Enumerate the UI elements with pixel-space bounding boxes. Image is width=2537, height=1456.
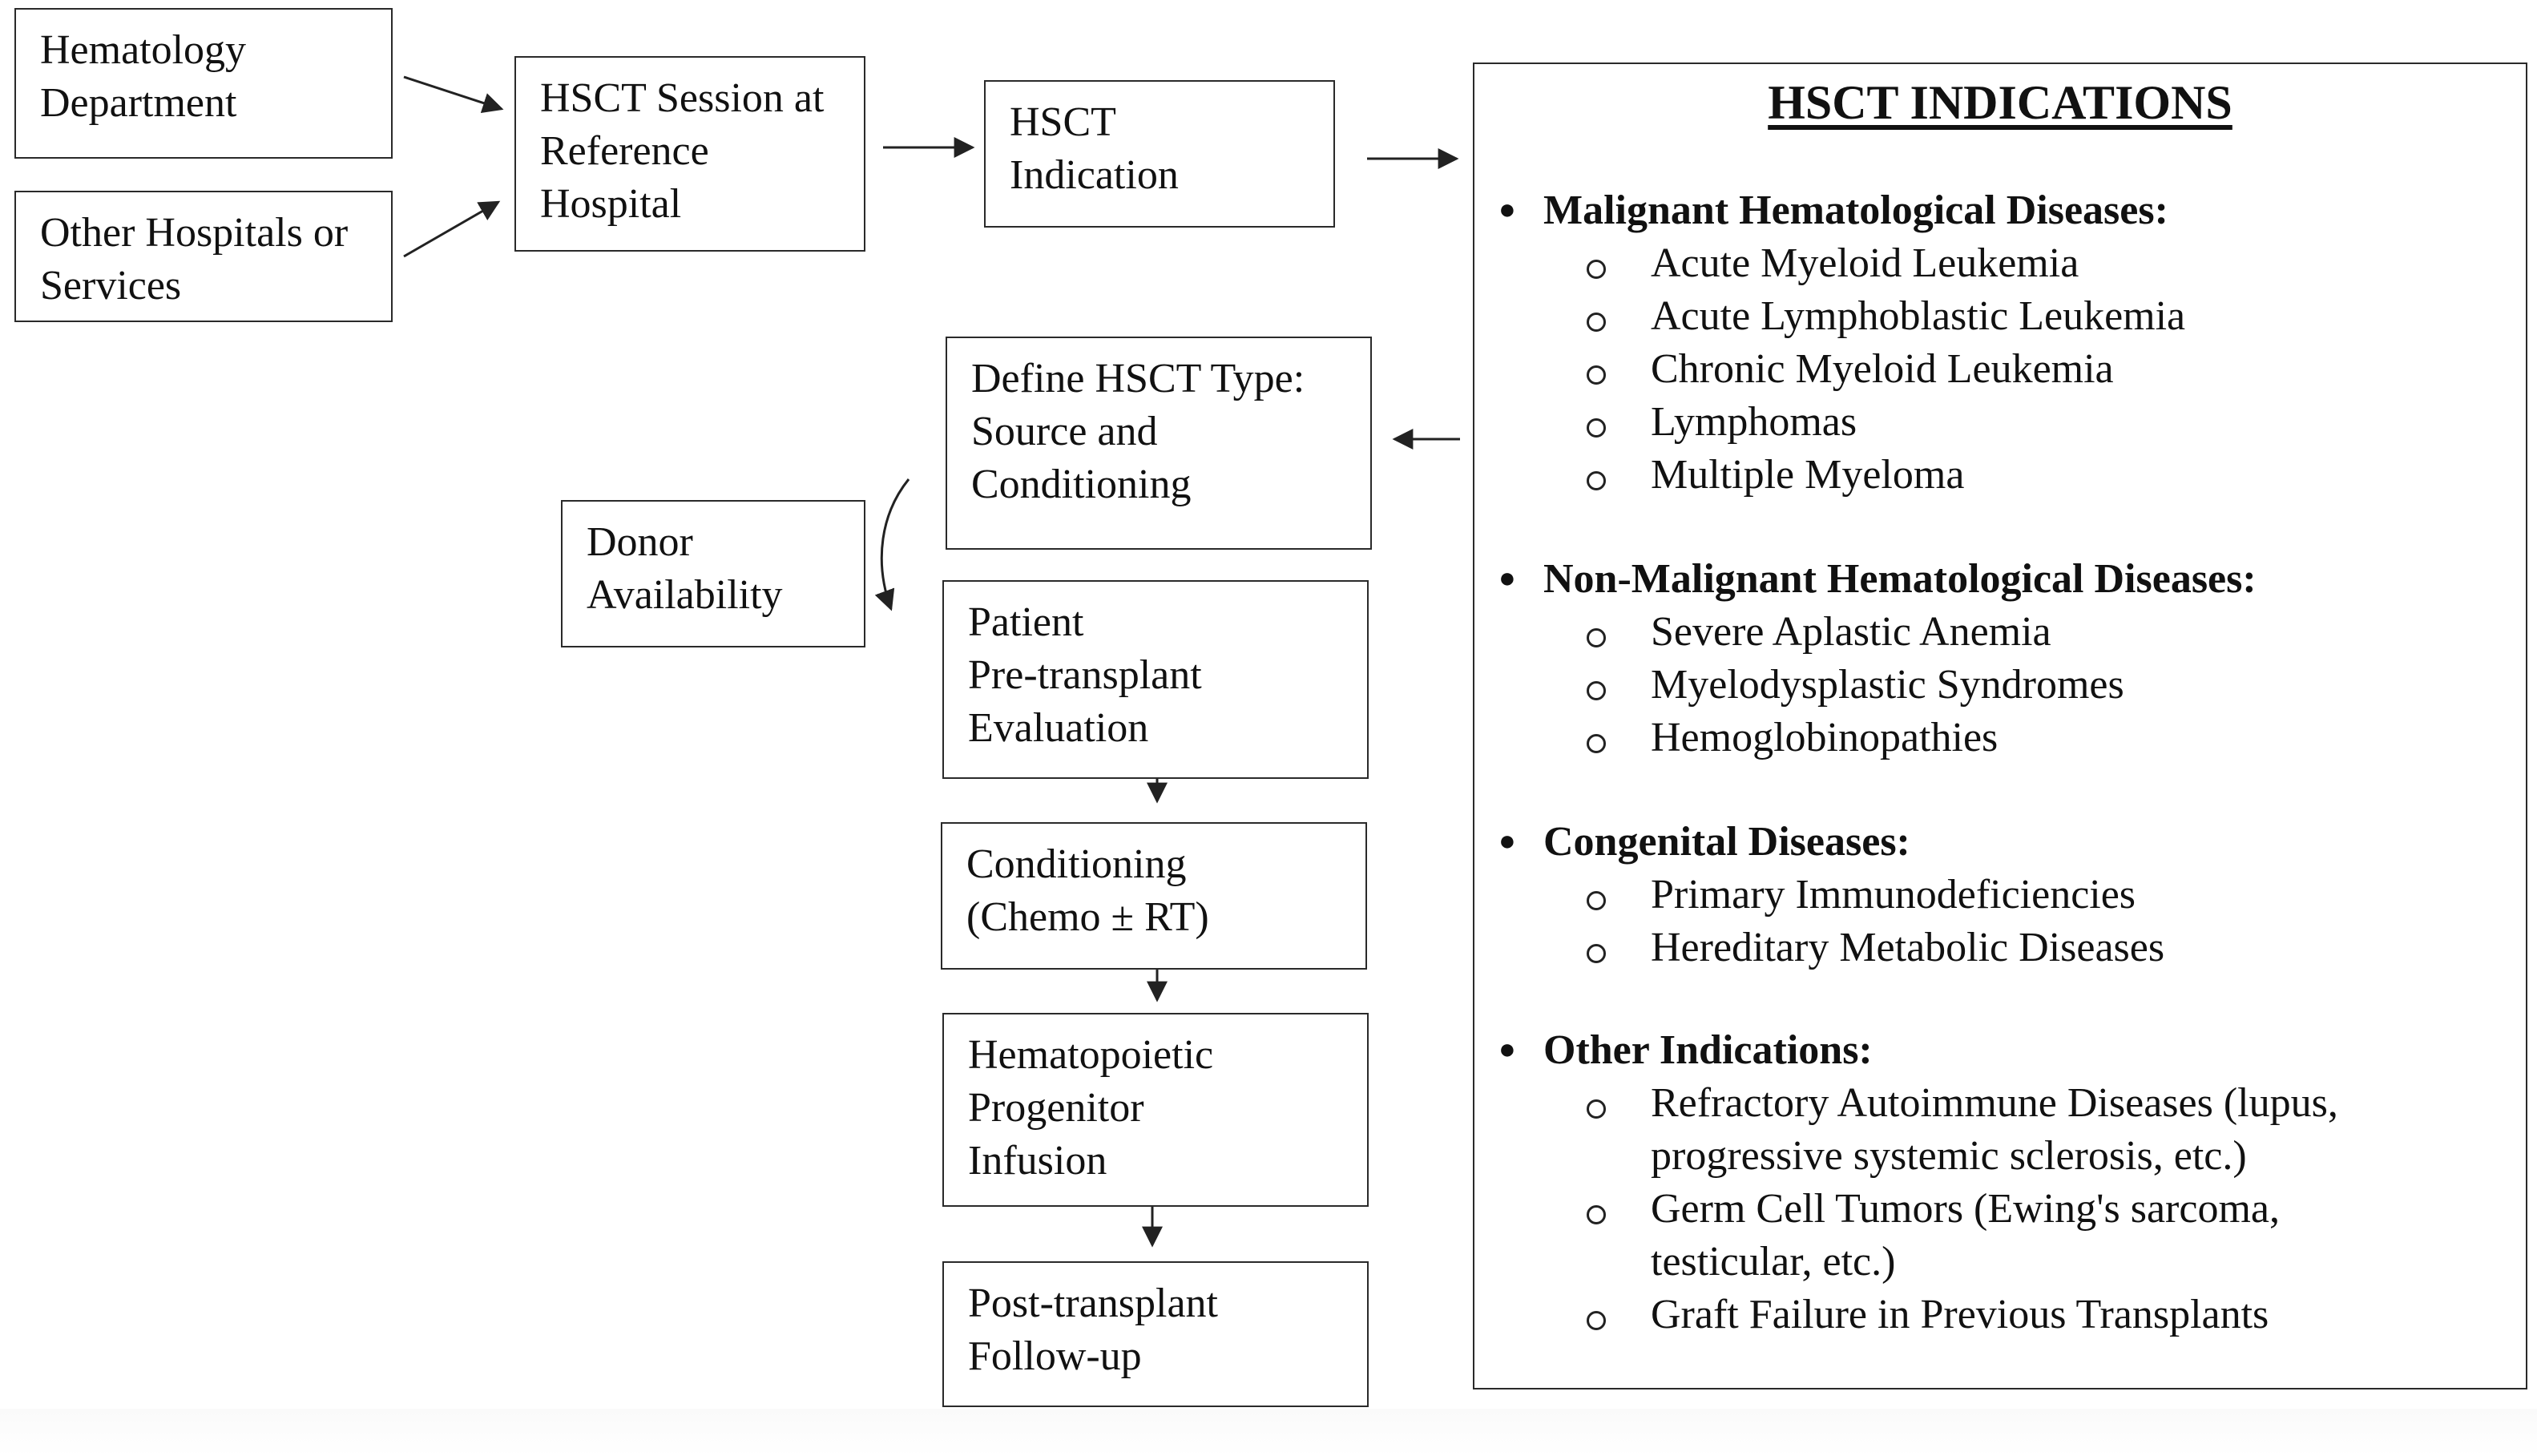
post-transplant-followup-box: Post-transplant Follow-up — [942, 1261, 1369, 1407]
arrow-other-to-session — [403, 200, 501, 258]
list-item: Acute Lymphoblastic Leukemia — [1587, 290, 2510, 343]
arrow-hematology-to-session — [403, 75, 504, 114]
list-item-text: Severe Aplastic Anemia — [1651, 609, 2051, 655]
indication-group-non-malignant: ● Non-Malignant Hematological Diseases: S… — [1498, 551, 2510, 764]
other-hospitals-box: Other Hospitals or Services — [14, 191, 393, 322]
list-item: Lymphomas — [1587, 396, 2510, 449]
box-line: Infusion — [968, 1138, 1107, 1184]
indication-group-other: ● Other Indications: Refractory Autoimmun… — [1498, 1022, 2510, 1341]
list-item: Hemoglobinopathies — [1587, 712, 2510, 764]
list-item-text: Multiple Myeloma — [1651, 452, 1965, 498]
list-item-text: Lymphomas — [1651, 399, 1857, 445]
list-item-text: Myelodysplastic Syndromes — [1651, 662, 2124, 708]
box-line: Conditioning — [966, 841, 1187, 887]
indications-title: HSCT INDICATIONS — [1768, 76, 2232, 129]
list-item-text: Acute Myeloid Leukemia — [1651, 240, 2079, 286]
box-line: Progenitor — [968, 1085, 1144, 1131]
list-item: Myelodysplastic Syndromes — [1587, 659, 2510, 712]
indication-list: Primary Immunodeficiencies Hereditary Me… — [1498, 869, 2510, 974]
indication-list: Acute Myeloid Leukemia Acute Lymphoblast… — [1498, 237, 2510, 502]
group-heading-text: Other Indications: — [1543, 1027, 1873, 1073]
box-line: Post-transplant — [968, 1281, 1218, 1326]
list-item-text: Chronic Myeloid Leukemia — [1651, 346, 2114, 392]
indication-list: Severe Aplastic Anemia Myelodysplastic S… — [1498, 606, 2510, 764]
list-item: Acute Myeloid Leukemia — [1587, 237, 2510, 290]
box-line: Pre-transplant — [968, 652, 1202, 698]
box-line: Evaluation — [968, 705, 1149, 751]
list-item-text: Germ Cell Tumors (Ewing's sarcoma, — [1651, 1186, 2280, 1232]
box-line: Conditioning — [971, 462, 1192, 507]
box-line: Indication — [1010, 152, 1179, 198]
hsct-indication-box: HSCT Indication — [984, 80, 1335, 228]
box-line: Hematology — [40, 27, 247, 73]
box-line: Hematopoietic — [968, 1032, 1214, 1078]
indication-group-malignant: ● Malignant Hematological Diseases: Acute… — [1498, 183, 2510, 502]
list-item-text: Primary Immunodeficiencies — [1651, 872, 2136, 918]
list-item: Germ Cell Tumors (Ewing's sarcoma, testi… — [1587, 1183, 2510, 1289]
box-line: Donor — [587, 519, 693, 565]
conditioning-box: Conditioning (Chemo ± RT) — [941, 822, 1367, 970]
list-item: Hereditary Metabolic Diseases — [1587, 922, 2510, 974]
bullet-icon: ● — [1498, 193, 1516, 225]
pretransplant-evaluation-box: Patient Pre-transplant Evaluation — [942, 580, 1369, 779]
hematology-department-box: Hematology Department — [14, 8, 393, 159]
list-item-text: Acute Lymphoblastic Leukemia — [1651, 293, 2186, 339]
group-heading-text: Malignant Hematological Diseases: — [1543, 188, 2168, 233]
list-item: Multiple Myeloma — [1587, 449, 2510, 502]
box-line: Follow-up — [968, 1333, 1142, 1379]
box-line: Hospital — [540, 181, 682, 227]
bullet-icon: ● — [1498, 562, 1516, 594]
group-heading: ● Other Indications: — [1498, 1022, 2510, 1077]
arrow-donor-curve — [874, 478, 910, 611]
box-line: Department — [40, 80, 237, 126]
group-heading-text: Congenital Diseases: — [1543, 819, 1910, 865]
donor-availability-box: Donor Availability — [561, 500, 865, 647]
list-item-text: progressive systemic sclerosis, etc.) — [1651, 1133, 2247, 1179]
box-line: Patient — [968, 599, 1084, 645]
box-line: Availability — [587, 572, 783, 618]
list-item: Primary Immunodeficiencies — [1587, 869, 2510, 922]
box-line: HSCT — [1010, 99, 1116, 145]
list-item: Severe Aplastic Anemia — [1587, 606, 2510, 659]
list-item-text: Hereditary Metabolic Diseases — [1651, 925, 2165, 970]
group-heading: ● Non-Malignant Hematological Diseases: — [1498, 551, 2510, 606]
box-line: Other Hospitals or — [40, 210, 349, 256]
bottom-margin — [0, 1409, 2537, 1456]
box-line: Source and — [971, 409, 1158, 454]
list-item: Graft Failure in Previous Transplants — [1587, 1289, 2510, 1341]
indication-list: Refractory Autoimmune Diseases (lupus, p… — [1498, 1077, 2510, 1341]
box-line: Services — [40, 263, 182, 309]
indication-group-congenital: ● Congenital Diseases: Primary Immunodefi… — [1498, 814, 2510, 974]
bullet-icon: ● — [1498, 825, 1516, 857]
define-hsct-type-box: Define HSCT Type: Source and Conditionin… — [946, 337, 1372, 550]
hsct-indications-panel: HSCT INDICATIONS ● Malignant Hematologica… — [1473, 63, 2527, 1389]
list-item-text: Hemoglobinopathies — [1651, 715, 1999, 760]
box-line: Reference — [540, 128, 709, 174]
box-line: Define HSCT Type: — [971, 356, 1305, 401]
list-item: Chronic Myeloid Leukemia — [1587, 343, 2510, 396]
group-heading-text: Non-Malignant Hematological Diseases: — [1543, 556, 2257, 602]
list-item-text: Graft Failure in Previous Transplants — [1651, 1292, 2269, 1337]
bullet-icon: ● — [1498, 1033, 1516, 1065]
list-item-text: Refractory Autoimmune Diseases (lupus, — [1651, 1080, 2338, 1126]
list-item-text: testicular, etc.) — [1651, 1239, 1896, 1285]
group-heading: ● Malignant Hematological Diseases: — [1498, 183, 2510, 237]
hsct-session-box: HSCT Session at Reference Hospital — [514, 56, 865, 252]
box-line: (Chemo ± RT) — [966, 894, 1209, 940]
progenitor-infusion-box: Hematopoietic Progenitor Infusion — [942, 1013, 1369, 1207]
list-item: Refractory Autoimmune Diseases (lupus, p… — [1587, 1077, 2510, 1183]
group-heading: ● Congenital Diseases: — [1498, 814, 2510, 869]
box-line: HSCT Session at — [540, 75, 825, 121]
